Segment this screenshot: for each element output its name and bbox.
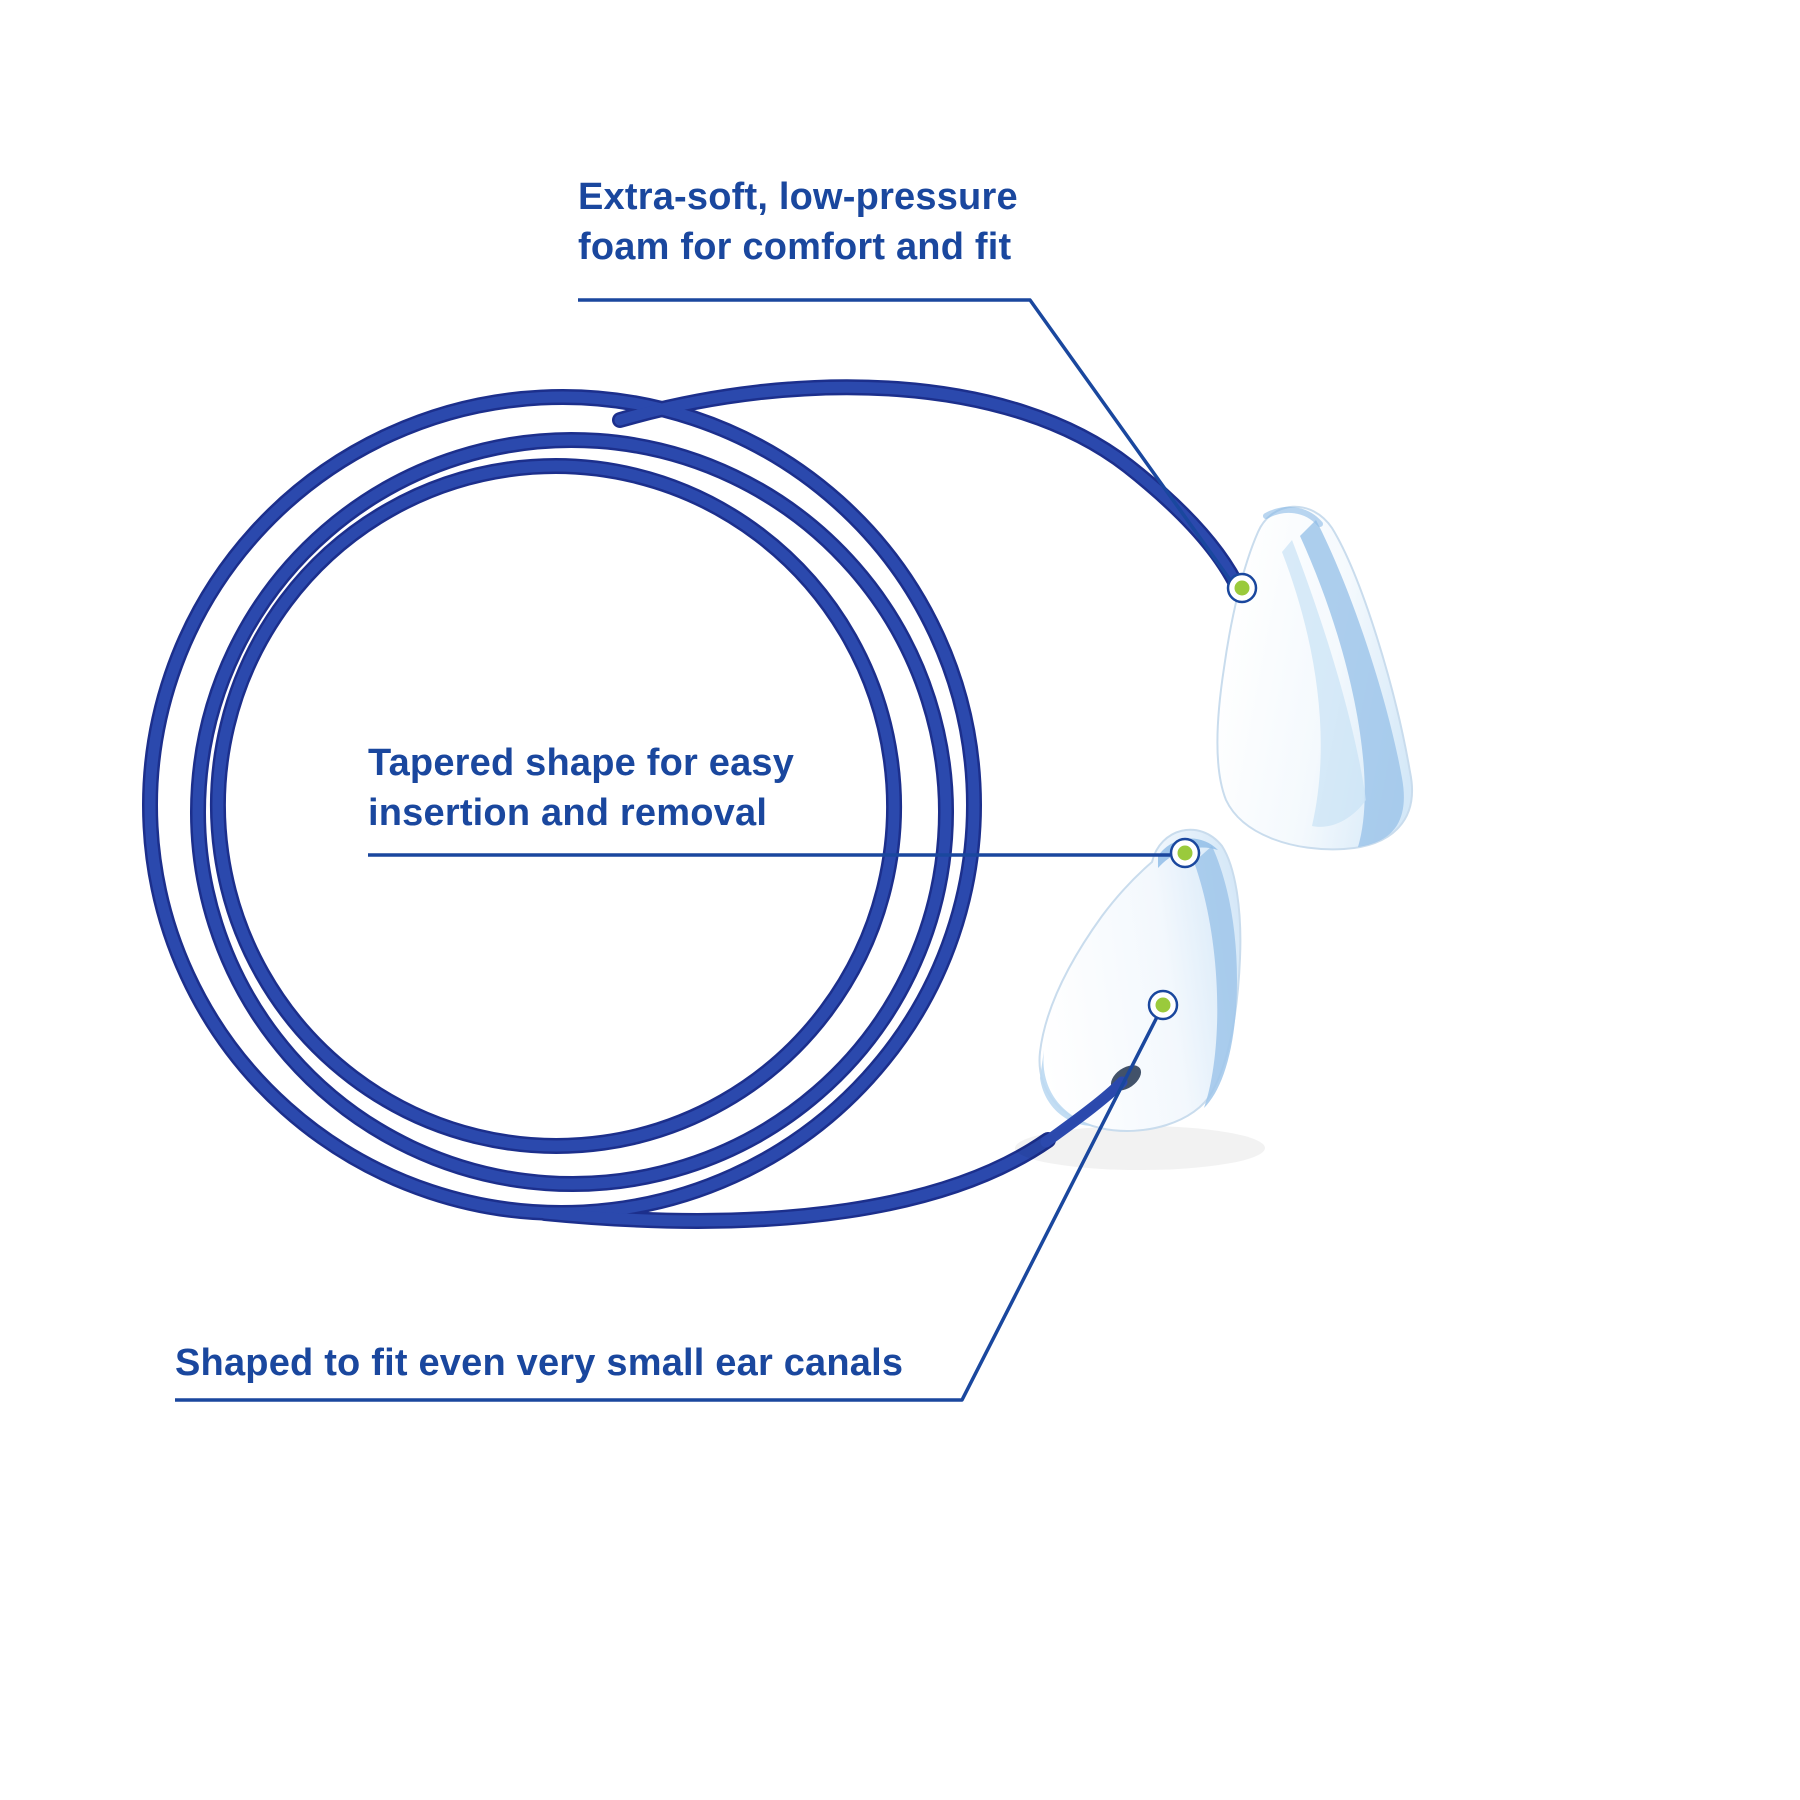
- marker-dot-fit: [1147, 989, 1179, 1021]
- leader-lines: [175, 298, 1235, 1402]
- cord-stub: [1040, 1076, 1128, 1148]
- earplug-top-marble-wisp: [1282, 540, 1366, 827]
- leader-foam: [578, 298, 1235, 586]
- annotation-taper-line1: Tapered shape for easy: [368, 742, 795, 784]
- cord-end-bottom: [539, 1134, 1054, 1227]
- marker-dot-foam: [1226, 572, 1258, 604]
- cord-end-top: [614, 381, 1246, 598]
- cord-loop-middle: [192, 434, 952, 1190]
- blue-cord: [142, 379, 1248, 1229]
- cord-loop-inner: [212, 460, 900, 1152]
- earplug-bottom-shadow: [1015, 1126, 1265, 1170]
- earplug-top-body: [1216, 505, 1413, 851]
- annotation-fit: Shaped to fit even very small ear canals: [175, 1338, 903, 1388]
- marker-dot-taper: [1169, 837, 1201, 869]
- earplug-top-marble-band: [1300, 520, 1404, 847]
- earplug-bottom: [1015, 828, 1265, 1170]
- annotation-foam-line2: foam for comfort and fit: [578, 226, 1012, 268]
- leader-fit: [175, 1016, 1159, 1402]
- annotation-foam: Extra-soft, low-pressure foam for comfor…: [578, 172, 1018, 272]
- earplug-bottom-body: [1038, 828, 1242, 1132]
- earplug-bottom-marble-band: [1194, 846, 1237, 1108]
- annotation-taper: Tapered shape for easy insertion and rem…: [368, 738, 794, 838]
- annotation-taper-line2: insertion and removal: [368, 792, 768, 834]
- annotation-foam-line1: Extra-soft, low-pressure: [578, 176, 1018, 218]
- marker-dots: [1147, 572, 1258, 1021]
- annotation-fit-line1: Shaped to fit even very small ear canals: [175, 1342, 904, 1384]
- earplug-top-tip-streak: [1263, 506, 1323, 527]
- earplug-bottom-base-wash: [1040, 1050, 1094, 1126]
- earplug-top: [1216, 505, 1413, 851]
